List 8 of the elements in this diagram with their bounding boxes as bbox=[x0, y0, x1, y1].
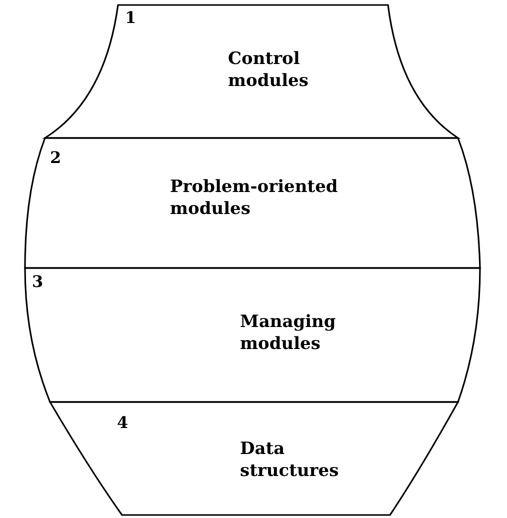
layer-number: 4 bbox=[117, 413, 128, 432]
layer-label: Managing modules bbox=[240, 311, 337, 355]
layer-number: 3 bbox=[32, 272, 44, 291]
layer-label: Data structures bbox=[240, 438, 340, 482]
layer-number: 2 bbox=[50, 148, 62, 167]
layer-label: Control modules bbox=[228, 48, 310, 92]
layer-number: 1 bbox=[125, 8, 136, 27]
layer-label: Problem-oriented modules bbox=[170, 176, 339, 220]
